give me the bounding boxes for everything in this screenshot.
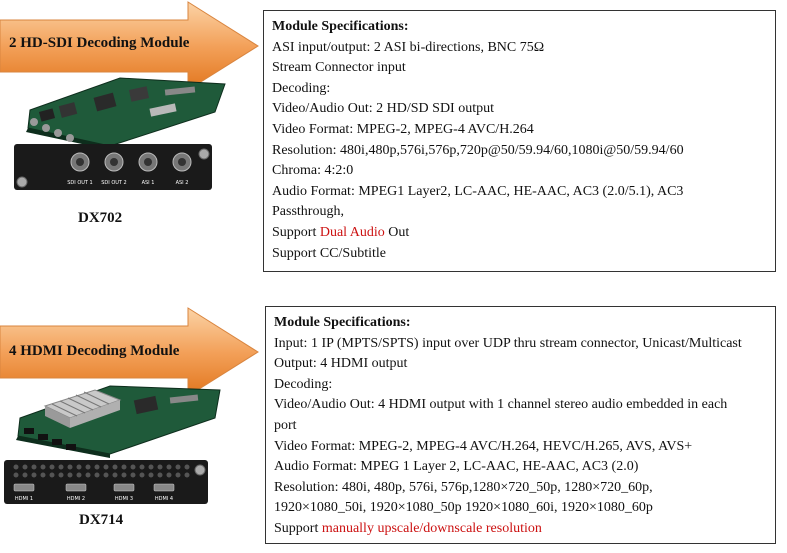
port-label: SDI OUT 1 [67, 180, 93, 186]
vent-hole [22, 472, 28, 478]
vent-hole [94, 472, 100, 478]
spec-line: port [274, 417, 297, 433]
port-label: ASI 1 [142, 180, 155, 186]
vent-hole [67, 464, 73, 470]
vent-hole [58, 472, 64, 478]
vent-hole [157, 472, 163, 478]
spec-line: Resolution: 480i, 480p, 576i, 576p,1280×… [274, 479, 653, 495]
vent-hole [76, 472, 82, 478]
vent-hole [76, 464, 82, 470]
vent-hole [40, 472, 46, 478]
spec-line: Decoding: [272, 80, 331, 96]
spec-line: Input: 1 IP (MPTS/SPTS) input over UDP t… [274, 335, 742, 351]
spec-line: Resolution: 480i,480p,576i,576p,720p@50/… [272, 142, 684, 158]
vent-hole [148, 472, 154, 478]
support-line: Support manually upscale/downscale resol… [274, 520, 542, 536]
vent-hole [40, 464, 46, 470]
vent-hole [85, 472, 91, 478]
vent-hole [175, 464, 181, 470]
vent-hole [112, 472, 118, 478]
vent-hole [22, 464, 28, 470]
banner-arrow-2 [0, 307, 259, 397]
vent-hole [103, 464, 109, 470]
board-image-dx714 [16, 385, 221, 458]
vent-hole [49, 464, 55, 470]
vent-hole [175, 472, 181, 478]
spec-line: Decoding: [274, 376, 333, 392]
vent-hole [94, 464, 100, 470]
vent-hole [184, 472, 190, 478]
vent-hole [58, 464, 64, 470]
port-label: HDMI 4 [155, 496, 173, 502]
vent-hole [139, 464, 145, 470]
spec-line: Audio Format: MPEG 1 Layer 2, LC-AAC, HE… [274, 459, 639, 475]
support-line: Support CC/Subtitle [272, 245, 386, 261]
board-image-dx702 [26, 77, 226, 150]
highlight-text: manually upscale/downscale resolution [321, 520, 542, 536]
vent-hole [31, 464, 37, 470]
vent-hole [148, 464, 154, 470]
spec-line: 1920×1080_50i, 1920×1080_50p 1920×1080_6… [274, 500, 653, 516]
spec-line: Passthrough, [272, 204, 344, 220]
vent-hole [166, 472, 172, 478]
vent-hole [130, 464, 136, 470]
banner-label-2: 4 HDMI Decoding Module [9, 343, 180, 359]
port-label: HDMI 2 [67, 496, 85, 502]
vent-hole [103, 472, 109, 478]
port-label: HDMI 3 [115, 496, 133, 502]
vent-hole [85, 464, 91, 470]
banner-label-1: 2 HD-SDI Decoding Module [9, 35, 190, 51]
model-label-dx702: DX702 [78, 210, 123, 226]
spec-title: Module Specifications: [272, 19, 409, 34]
spec-line: Chroma: 4:2:0 [272, 163, 354, 179]
spec-line: Audio Format: MPEG1 Layer2, LC-AAC, HE-A… [272, 183, 684, 199]
front-panel-dx702: SDI OUT 1 SDI OUT 2 ASI 1 ASI 2 [14, 144, 212, 190]
vent-hole [166, 464, 172, 470]
port-label: SDI OUT 2 [101, 180, 127, 186]
highlight-text: Dual Audio [319, 224, 385, 240]
vent-hole [121, 464, 127, 470]
spec-line: Video Format: MPEG-2, MPEG-4 AVC/H.264 [272, 121, 534, 137]
vent-hole [67, 472, 73, 478]
spec-title: Module Specifications: [274, 315, 411, 330]
vent-hole [112, 464, 118, 470]
spec-box-dx702: Module Specifications: ASI input/output:… [263, 10, 776, 272]
vent-hole [139, 472, 145, 478]
vent-hole [13, 472, 19, 478]
spec-box-dx714: Module Specifications: Input: 1 IP (MPTS… [265, 306, 776, 544]
model-label-dx714: DX714 [79, 512, 124, 528]
banner-arrow-1 [0, 1, 259, 91]
vent-hole [157, 464, 163, 470]
spec-line: Output: 4 HDMI output [274, 356, 408, 372]
front-panel-dx714: HDMI 1 HDMI 2 HDMI 3 HDMI 4 [4, 460, 208, 504]
vent-hole [13, 464, 19, 470]
spec-line: Video/Audio Out: 4 HDMI output with 1 ch… [274, 397, 728, 413]
support-line: Support Dual Audio Out [272, 224, 410, 240]
port-label: ASI 2 [176, 180, 189, 186]
port-label: HDMI 1 [15, 496, 33, 502]
spec-line: ASI input/output: 2 ASI bi-directions, B… [272, 39, 545, 55]
vent-hole [184, 464, 190, 470]
spec-line: Video Format: MPEG-2, MPEG-4 AVC/H.264, … [274, 438, 693, 454]
vent-hole [130, 472, 136, 478]
vent-hole [49, 472, 55, 478]
spec-line: Stream Connector input [272, 60, 406, 76]
vent-hole [31, 472, 37, 478]
vent-hole [121, 472, 127, 478]
spec-line: Video/Audio Out: 2 HD/SD SDI output [272, 101, 494, 117]
